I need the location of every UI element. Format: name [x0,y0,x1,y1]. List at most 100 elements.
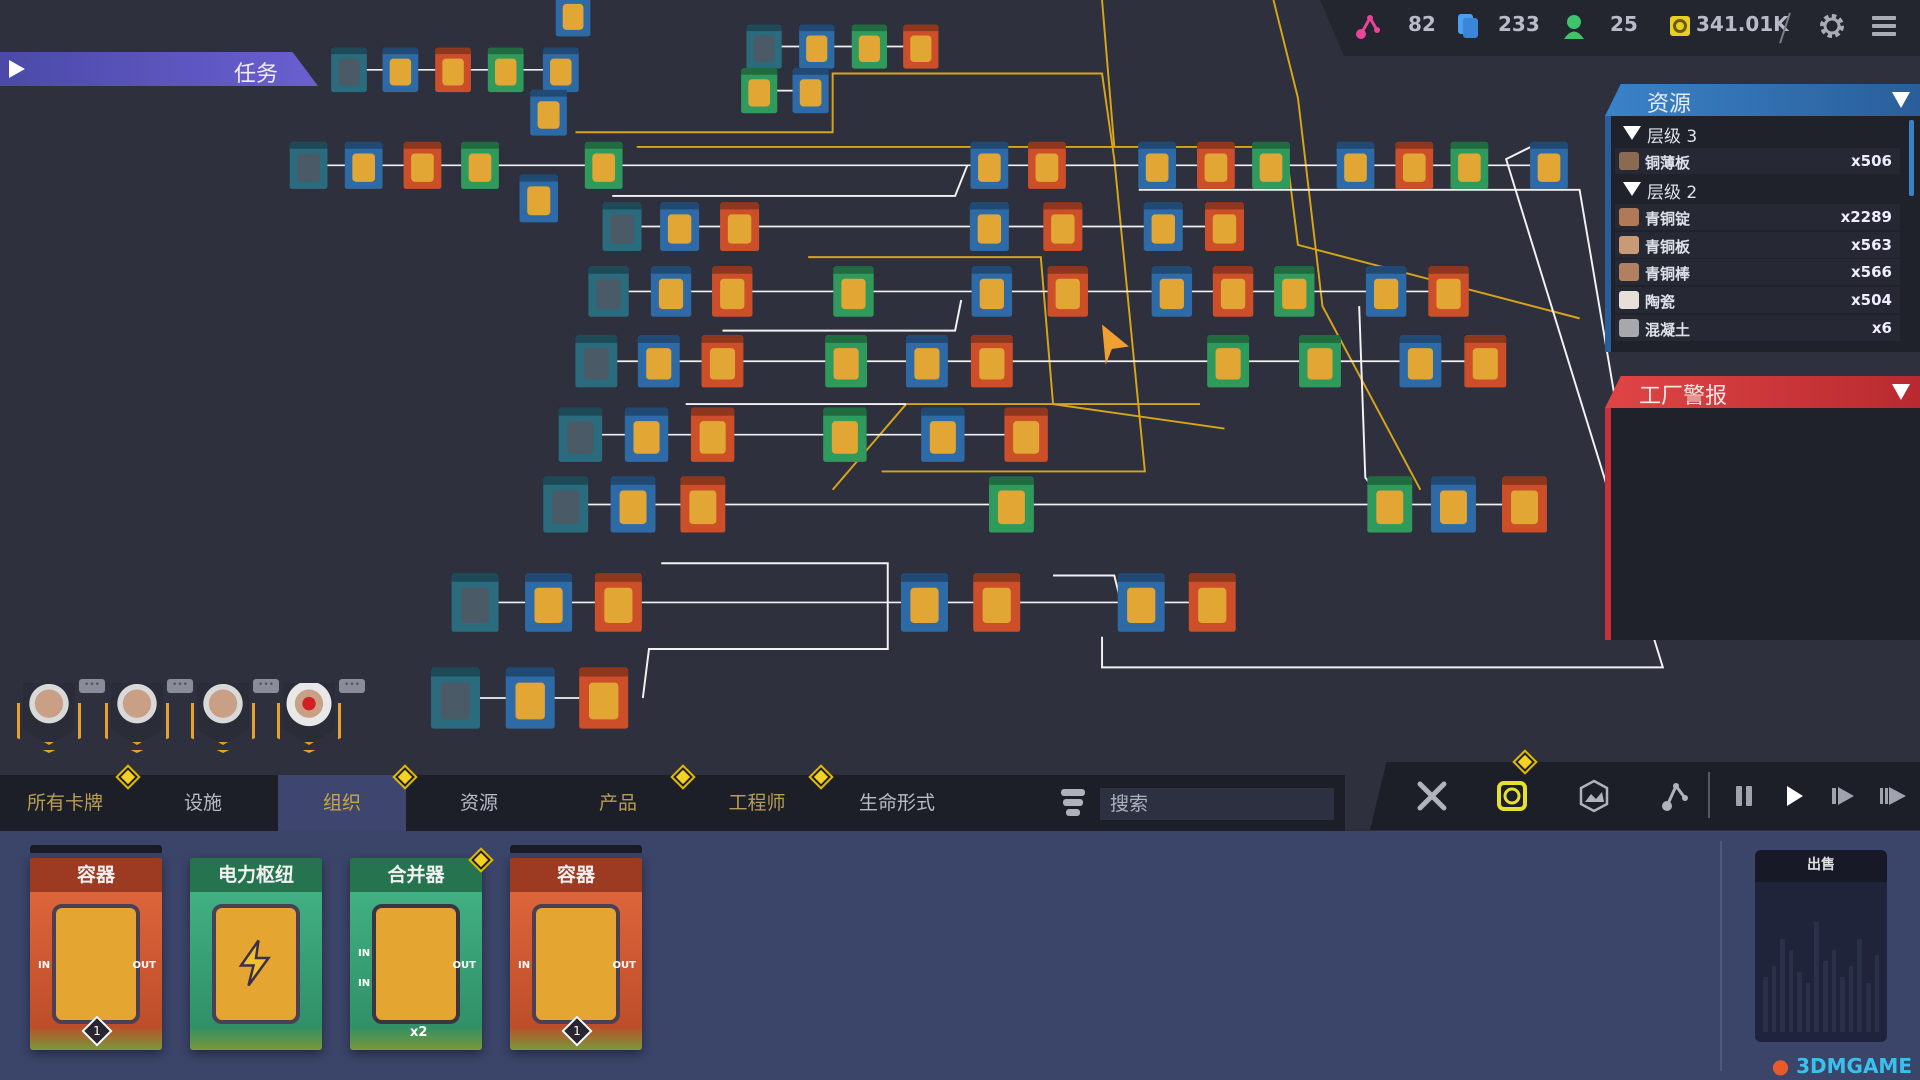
factory-node[interactable] [558,407,603,462]
factory-node[interactable] [1299,335,1341,388]
play-icon[interactable] [1776,778,1812,814]
factory-node[interactable] [741,67,778,114]
card-merger[interactable]: 合并器 IN IN OUT x2 [350,858,482,1050]
sell-slot[interactable]: 出售 [1755,850,1887,1042]
factory-node[interactable] [382,47,419,93]
input-port[interactable]: IN [358,978,371,989]
factory-node[interactable] [905,335,948,388]
factory-node[interactable] [901,573,948,632]
output-port[interactable]: OUT [452,960,476,971]
factory-node[interactable] [451,573,499,632]
factory-node[interactable] [1450,141,1489,189]
tier-header[interactable]: 层级 2 [1615,176,1900,203]
pause-icon[interactable] [1726,778,1762,814]
tier-header[interactable]: 层级 3 [1615,120,1900,147]
factory-node[interactable] [650,266,692,317]
research-tree-icon[interactable] [1658,778,1694,814]
menu-icon[interactable] [1870,12,1898,40]
factory-node[interactable] [792,67,829,114]
factory-node[interactable] [1117,573,1165,632]
build-tools-icon[interactable] [1414,778,1450,814]
gear-icon[interactable] [1818,12,1846,40]
factory-node[interactable] [624,407,669,462]
factory-node[interactable] [1530,141,1568,189]
factory-node[interactable] [851,24,888,69]
factory-node[interactable] [1043,202,1083,251]
card-container[interactable]: 容器 IN OUT 1 [510,858,642,1050]
factory-node[interactable] [720,202,760,251]
factory-node[interactable] [555,0,591,37]
input-port[interactable]: IN [38,960,51,971]
factory-node[interactable] [973,573,1021,632]
factory-node[interactable] [1138,141,1177,189]
factory-node[interactable] [799,24,835,69]
collapse-icon[interactable] [1892,384,1910,400]
collapse-icon[interactable] [1892,92,1910,108]
filter-icon[interactable] [1060,789,1086,817]
factory-node[interactable] [505,667,555,729]
factory-node[interactable] [1197,141,1235,189]
output-port[interactable]: OUT [132,960,156,971]
factory-node[interactable] [1431,476,1476,533]
factory-node[interactable] [530,89,567,136]
factory-node[interactable] [461,141,499,189]
card-container[interactable]: 容器 IN OUT 1 [30,858,162,1050]
factory-node[interactable] [1207,335,1250,388]
fast-forward-icon[interactable] [1826,778,1862,814]
factory-node[interactable] [921,407,965,462]
factory-node[interactable] [701,335,744,388]
factory-node[interactable] [602,202,642,251]
chat-bubble-icon[interactable]: ••• [253,679,279,693]
factory-node[interactable] [637,335,680,388]
factory-node[interactable] [575,335,618,388]
factory-node[interactable] [1212,266,1254,317]
factory-node[interactable] [1336,141,1375,189]
factory-node[interactable] [833,266,874,317]
factory-node[interactable] [542,47,579,93]
engineer-portrait[interactable]: ••• [103,675,193,755]
tab-products[interactable]: 产品 [598,792,637,814]
factory-node[interactable] [1188,573,1236,632]
factory-node[interactable] [594,573,642,632]
factory-node[interactable] [680,476,726,533]
factory-node[interactable] [1204,202,1245,251]
factory-node[interactable] [584,141,623,189]
factory-node[interactable] [487,47,524,93]
terrain-hex-icon[interactable] [1576,778,1612,814]
factory-node[interactable] [1252,141,1290,189]
card-power-hub[interactable]: 电力枢纽 [190,858,322,1050]
factory-node[interactable] [1367,476,1413,533]
factory-node[interactable] [823,407,867,462]
factory-node[interactable] [331,47,367,93]
factory-node[interactable] [579,667,629,729]
factory-node[interactable] [1464,335,1507,388]
resources-header[interactable]: 资源 [1605,84,1920,116]
factory-node[interactable] [971,266,1013,317]
factory-node[interactable] [690,407,735,462]
factory-node[interactable] [1004,407,1048,462]
credits-gear-icon[interactable] [1494,778,1530,814]
output-port[interactable]: OUT [612,960,636,971]
factory-node[interactable] [435,47,471,93]
factory-node[interactable] [825,335,868,388]
tab-all-cards[interactable]: 所有卡牌 [26,792,103,814]
factory-node[interactable] [1502,476,1547,533]
tab-organization[interactable]: 组织 [278,775,406,831]
factory-node[interactable] [970,335,1013,388]
factory-node[interactable] [970,141,1009,189]
factory-node[interactable] [1399,335,1442,388]
factory-node[interactable] [988,476,1034,533]
tab-lifeforms[interactable]: 生命形式 [858,792,935,814]
factory-node[interactable] [746,24,782,69]
alerts-header[interactable]: 工厂警报 [1605,376,1920,408]
scrollbar[interactable] [1909,120,1914,196]
input-port[interactable]: IN [358,948,371,959]
factory-node[interactable] [1028,141,1066,189]
factory-node[interactable] [1365,266,1407,317]
factory-node[interactable] [1274,266,1315,317]
